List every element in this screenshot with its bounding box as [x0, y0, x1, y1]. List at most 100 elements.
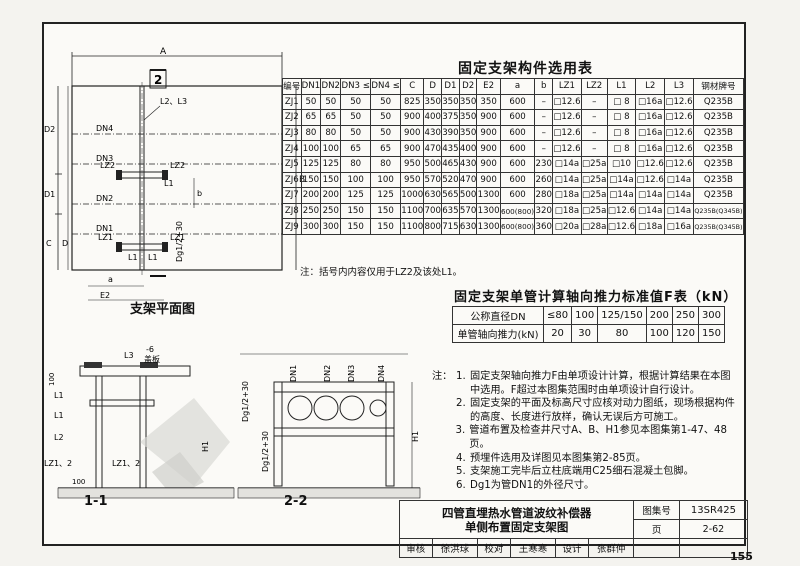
plan-LZ1-left: LZ1 — [98, 233, 113, 242]
note-prefix — [432, 397, 456, 411]
selection-cell: ZJ4 — [282, 140, 302, 157]
selection-cell: □14a — [664, 202, 694, 220]
sec1-LZ12-right: LZ1、2 — [112, 459, 140, 468]
note-text: 固定支架轴向推力F由单项设计计算，根据计算结果在本图 — [470, 371, 731, 382]
selection-cell: 65 — [300, 109, 322, 126]
selection-cell: 100 — [340, 171, 372, 189]
selection-cell: □12.6 — [664, 140, 694, 157]
selection-cell: Q235B(Q345B) — [692, 202, 745, 220]
selection-cell: 350 — [476, 93, 501, 111]
selection-cell: □25a — [580, 187, 608, 204]
selection-cell: 565 — [441, 187, 460, 204]
selection-cell: □12.6 — [635, 171, 666, 189]
selection-cell: 700 — [423, 202, 443, 220]
selection-cell: 50 — [370, 109, 402, 126]
selection-cell: □12.6 — [552, 140, 582, 157]
selection-cell: 1300 — [476, 218, 501, 235]
axial-dn-cell: 300 — [697, 306, 726, 325]
sec1-LZ12-left: LZ1、2 — [44, 459, 72, 468]
selection-cell: 430 — [423, 124, 443, 142]
review-label: 审核 — [399, 538, 433, 558]
selection-header-cell: 钢材牌号 — [692, 78, 745, 95]
selection-cell: 50 — [340, 93, 372, 111]
selection-cell: 200 — [300, 187, 322, 204]
design-name: 张群仲 — [587, 538, 635, 558]
axial-dn-cell: 125/150 — [597, 306, 647, 325]
axial-row2-label: 单管轴向推力(kN) — [452, 324, 544, 343]
note-text: 的高度、长度进行放样，确认无误后方可施工。 — [470, 411, 684, 423]
selection-header-cell: LZ2 — [580, 78, 608, 95]
pipe-DN4-label: DN4 — [96, 124, 113, 133]
selection-cell: – — [534, 140, 554, 157]
note-number: 3. — [455, 425, 466, 437]
selection-cell: □14a — [635, 187, 666, 204]
selection-cell: 600 — [499, 140, 536, 157]
axial-dn-cell: 100 — [571, 306, 599, 325]
axial-thrust-cell: 30 — [571, 324, 599, 343]
selection-cell: 280 — [534, 187, 554, 204]
plan-L1-upper: L1 — [164, 179, 174, 188]
sec2-DN1: DN1 — [289, 365, 298, 382]
selection-cell: 600 — [499, 155, 536, 173]
selection-header-cell: a — [499, 78, 536, 95]
selection-cell: 1000 — [400, 187, 425, 204]
selection-cell: Q235B — [692, 93, 745, 111]
note-number: 1. — [456, 371, 466, 382]
page-number: 155 — [730, 550, 753, 563]
check-name: 王寒寒 — [509, 538, 557, 558]
selection-cell: – — [580, 124, 608, 142]
selection-cell: 900 — [476, 155, 501, 173]
selection-cell: 600(800) — [499, 218, 536, 235]
note-line: 6.Dg1为管DN1的外径尺寸。 — [432, 479, 742, 493]
selection-cell: 230 — [534, 155, 554, 173]
selection-cell: 600 — [499, 109, 536, 126]
selection-cell: 570 — [423, 171, 443, 189]
atlas-number: 13SR425 — [678, 500, 749, 520]
selection-cell: □ 8 — [606, 140, 637, 157]
sec2-H1: H1 — [411, 431, 420, 442]
selection-cell: □12.6 — [664, 155, 694, 173]
selection-cell: – — [534, 109, 554, 126]
selection-cell: 520 — [441, 171, 460, 189]
selection-cell: 50 — [340, 124, 372, 142]
dim-a: a — [108, 275, 113, 284]
selection-header-cell: D2 — [458, 78, 478, 95]
selection-cell: □16a — [635, 124, 666, 142]
selection-cell: □25a — [580, 202, 608, 220]
note-line: 的高度、长度进行放样，确认无误后方可施工。 — [432, 411, 742, 425]
selection-cell: ZJ3 — [282, 124, 302, 142]
axial-thrust-cell: 150 — [697, 324, 726, 343]
selection-cell: □14a — [664, 171, 694, 189]
section-1-1-drawing: L3 -6 盖板 100 L1 L1 L2 LZ1、2 LZ1、2 100 H1 — [44, 345, 235, 499]
note-text: 固定支架的平面及标高尺寸应核对动力图纸，现场根据构件 — [470, 398, 735, 410]
selection-header-cell: D — [423, 78, 443, 95]
selection-cell: 600(800) — [499, 202, 536, 220]
selection-cell: 900 — [476, 109, 501, 126]
note-number: 4. — [456, 452, 466, 464]
selection-cell: 80 — [370, 155, 402, 173]
pipe-DN2-label: DN2 — [96, 194, 113, 203]
selection-cell: □10 — [606, 155, 637, 173]
support-plan-drawing: A 2 B D2 D1 C D DN4 DN3 DN2 DN1 — [44, 47, 305, 301]
selection-cell: □16a — [635, 93, 666, 111]
sec1-L2: L2 — [54, 433, 64, 442]
selection-cell: 1300 — [476, 202, 501, 220]
selection-cell: 900 — [476, 124, 501, 142]
selection-cell: 125 — [300, 155, 322, 173]
sec2-Dg-lower: Dg1/2+30 — [261, 431, 270, 472]
selection-cell: 150 — [340, 218, 372, 235]
sec1-L1-lower: L1 — [54, 411, 64, 420]
axial-thrust-cell: 20 — [542, 324, 573, 343]
page-code: 2-62 — [678, 519, 749, 539]
plan-LZ1-right: LZ1 — [170, 233, 185, 242]
note-text: 预埋件选用及详图见本图集第2-85页。 — [470, 452, 646, 464]
selection-cell: 320 — [534, 202, 554, 220]
note-text: Dg1为管DN1的外径尺寸。 — [470, 479, 595, 491]
selection-cell: 80 — [300, 124, 322, 142]
selection-cell: 65 — [370, 140, 402, 157]
plan-L2-L3-label: L2、L3 — [160, 97, 187, 106]
